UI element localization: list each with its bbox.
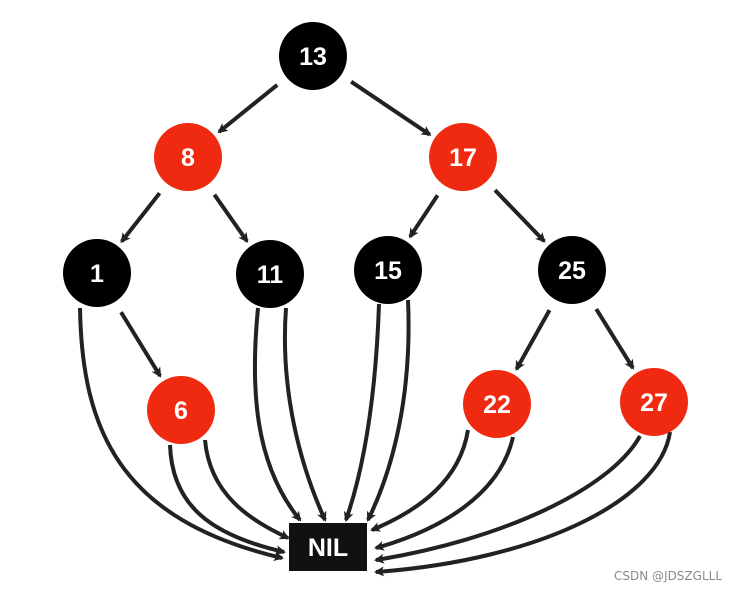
node-label-1: 1 — [90, 260, 104, 288]
node-label-27: 27 — [640, 389, 668, 417]
edge-8-to-11 — [212, 193, 249, 243]
node-label-15: 15 — [374, 257, 402, 285]
node-circle-27 — [620, 368, 688, 436]
node-1: 1 — [63, 239, 131, 307]
nil-edge-from-6-1 — [168, 444, 286, 556]
nil-edge-from-27-9 — [374, 435, 642, 564]
node-17: 17 — [429, 123, 497, 191]
nil-edge-from-15-6 — [366, 299, 411, 522]
node-circle-22 — [463, 370, 531, 438]
node-27: 27 — [620, 368, 688, 436]
edge-13-to-17 — [350, 80, 432, 137]
nil-edge-from-22-7 — [370, 429, 470, 532]
nil-layer: NIL — [289, 523, 367, 571]
node-label-8: 8 — [181, 144, 195, 172]
watermark-text: CSDN @JDSZGLLL — [614, 569, 722, 583]
node-circle-6 — [147, 376, 215, 444]
node-label-22: 22 — [483, 391, 511, 419]
node-25: 25 — [538, 236, 606, 304]
edge-25-to-22 — [514, 309, 552, 371]
edge-13-to-8 — [217, 83, 279, 134]
node-6: 6 — [147, 376, 215, 444]
nil-box — [289, 523, 367, 571]
node-label-6: 6 — [174, 397, 188, 425]
edges-layer — [119, 80, 635, 378]
edge-25-to-27 — [594, 308, 635, 370]
node-circle-17 — [429, 123, 497, 191]
node-circle-25 — [538, 236, 606, 304]
node-11: 11 — [236, 240, 304, 308]
nil-edge-from-11-4 — [282, 307, 327, 522]
node-label-13: 13 — [299, 43, 327, 71]
node-circle-1 — [63, 239, 131, 307]
edge-17-to-25 — [493, 188, 546, 243]
node-circle-13 — [279, 22, 347, 90]
node-label-11: 11 — [257, 261, 284, 289]
node-circle-11 — [236, 240, 304, 308]
node-13: 13 — [279, 22, 347, 90]
node-circle-8 — [154, 123, 222, 191]
edge-8-to-1 — [120, 191, 162, 244]
edge-1-to-6 — [119, 311, 162, 378]
nil-edge-from-15-5 — [343, 303, 381, 522]
node-circle-15 — [354, 236, 422, 304]
nil-edge-from-27-10 — [374, 431, 672, 577]
nil-edges-layer — [78, 299, 672, 577]
node-label-17: 17 — [449, 144, 477, 172]
edge-17-to-15 — [408, 194, 440, 239]
nil-edge-from-22-8 — [374, 436, 515, 551]
nil-edge-from-1-0 — [78, 307, 284, 562]
node-22: 22 — [463, 370, 531, 438]
node-label-25: 25 — [558, 257, 586, 285]
node-15: 15 — [354, 236, 422, 304]
nil-edge-from-11-3 — [252, 307, 302, 522]
node-8: 8 — [154, 123, 222, 191]
nil-label: NIL — [308, 534, 348, 562]
nil-edge-from-6-2 — [203, 439, 290, 540]
